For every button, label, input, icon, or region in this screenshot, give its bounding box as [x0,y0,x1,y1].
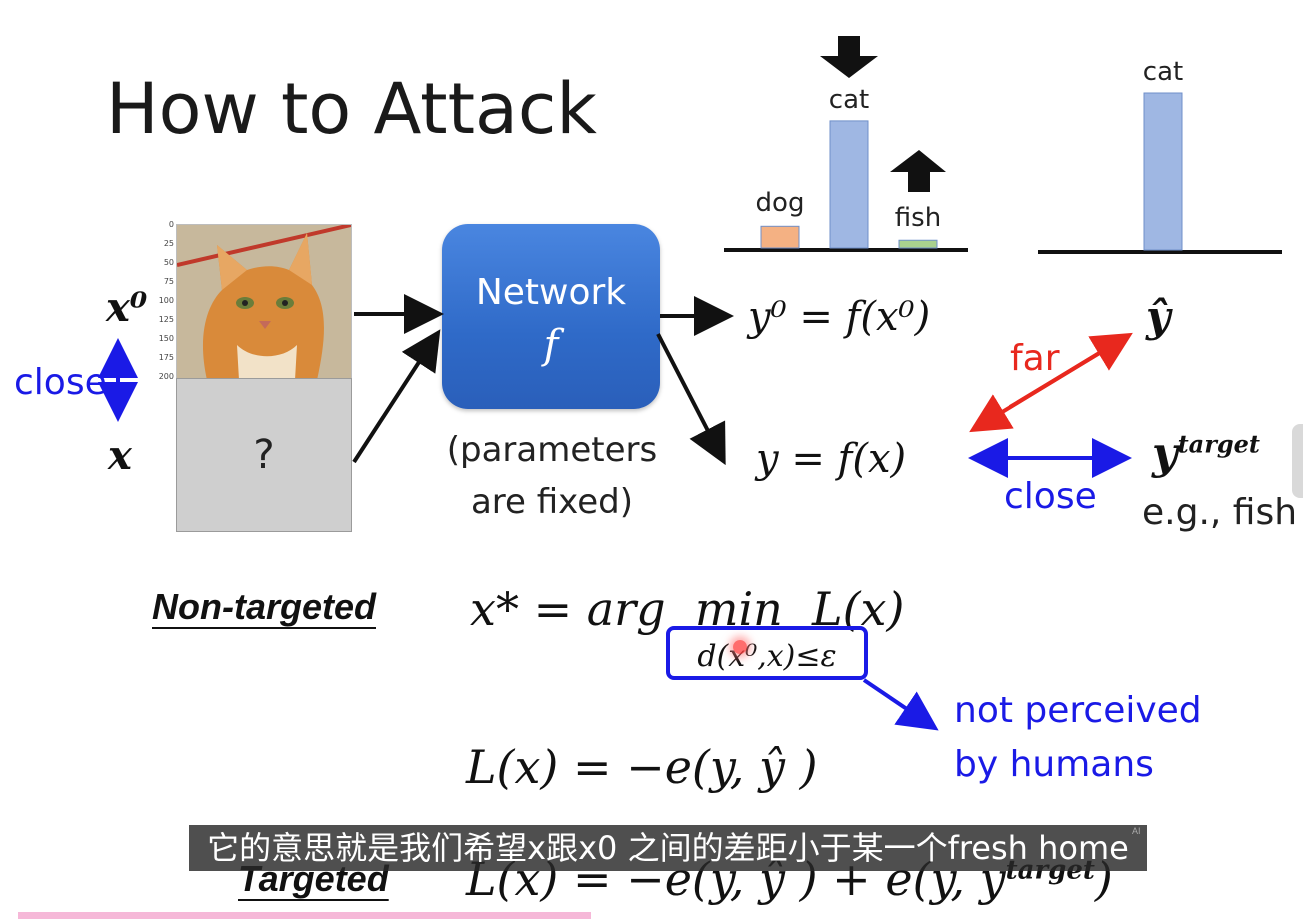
bar-cat [1143,92,1183,251]
tick-label: 0 [168,220,174,229]
parameters-line-1: (parameters [446,430,658,470]
tick-label: 75 [163,277,174,286]
not-perceived-note: not perceived by humans [954,684,1202,792]
network-function-label: f [543,322,559,368]
tick-label: 150 [158,334,174,343]
output-distribution-chart: dog cat fish [724,85,968,252]
arrow-x-to-network [352,329,441,464]
not-perceived-line-2: by humans [954,744,1154,785]
constraint-box: d(x⁰,x)≤ε [666,626,868,680]
loss-equation: L(x) = −e(y, ŷ ) [466,740,818,794]
tick-label: 100 [158,296,174,305]
unknown-input-box: ? [176,378,352,532]
bar-cat [829,120,869,249]
bar-label-dog: dog [756,188,805,218]
side-panel-handle[interactable] [1292,424,1303,498]
tick-label: 175 [158,353,174,362]
far-arrow-b [1008,332,1133,409]
video-progress-bar[interactable] [18,912,591,919]
video-subtitle: 它的意思就是我们希望x跟x0 之间的差距小于某一个fresh home [189,825,1147,871]
tick-label: 25 [163,239,174,248]
constraint-note-arrow [862,678,939,731]
tick-label: 125 [158,315,174,324]
network-label: Network [475,272,627,313]
far-label: far [1010,338,1060,379]
slide-title: How to Attack [106,68,597,150]
y0-equation: y⁰ = f(x⁰) [748,294,931,340]
increase-fish-arrow-icon [890,150,946,192]
close-left-label: close [14,362,107,403]
tick-label: 200 [158,372,174,381]
cat-image [176,224,352,381]
y-equation: y = f(x) [756,436,907,482]
parameters-line-2: are fixed) [470,482,634,522]
y-hat-label: ŷ [1146,292,1171,341]
x0-label: x⁰ [106,284,148,331]
target-distribution-chart: cat [1038,57,1282,254]
bar-fish [898,239,938,249]
bar-label-cat: cat [1143,57,1183,87]
y-target-superscript: target [1177,429,1260,459]
bar-label-fish: fish [895,203,941,233]
x-label: x [108,432,132,479]
non-targeted-label: Non-targeted [152,586,376,627]
y-target-base: y [1152,428,1178,479]
example-fish-label: e.g., fish [1142,492,1298,533]
bar-label-cat: cat [829,85,869,115]
tick-label: 50 [163,258,174,267]
cat-illustration [177,225,351,380]
y-target-label: ytarget [1152,428,1260,479]
close-right-label: close [1004,476,1097,517]
ai-subtitle-tag: AI [1132,826,1141,836]
bar-dog [760,225,800,249]
network-box: Network f [442,224,660,409]
parameters-note: (parameters are fixed) [442,424,662,528]
cursor-pointer-dot [733,640,747,654]
not-perceived-line-1: not perceived [954,690,1202,731]
decrease-cat-arrow-icon [820,36,878,78]
image-axis-ticks: 0 25 50 75 100 125 150 175 200 [152,218,176,383]
arrow-network-to-y [656,333,726,466]
